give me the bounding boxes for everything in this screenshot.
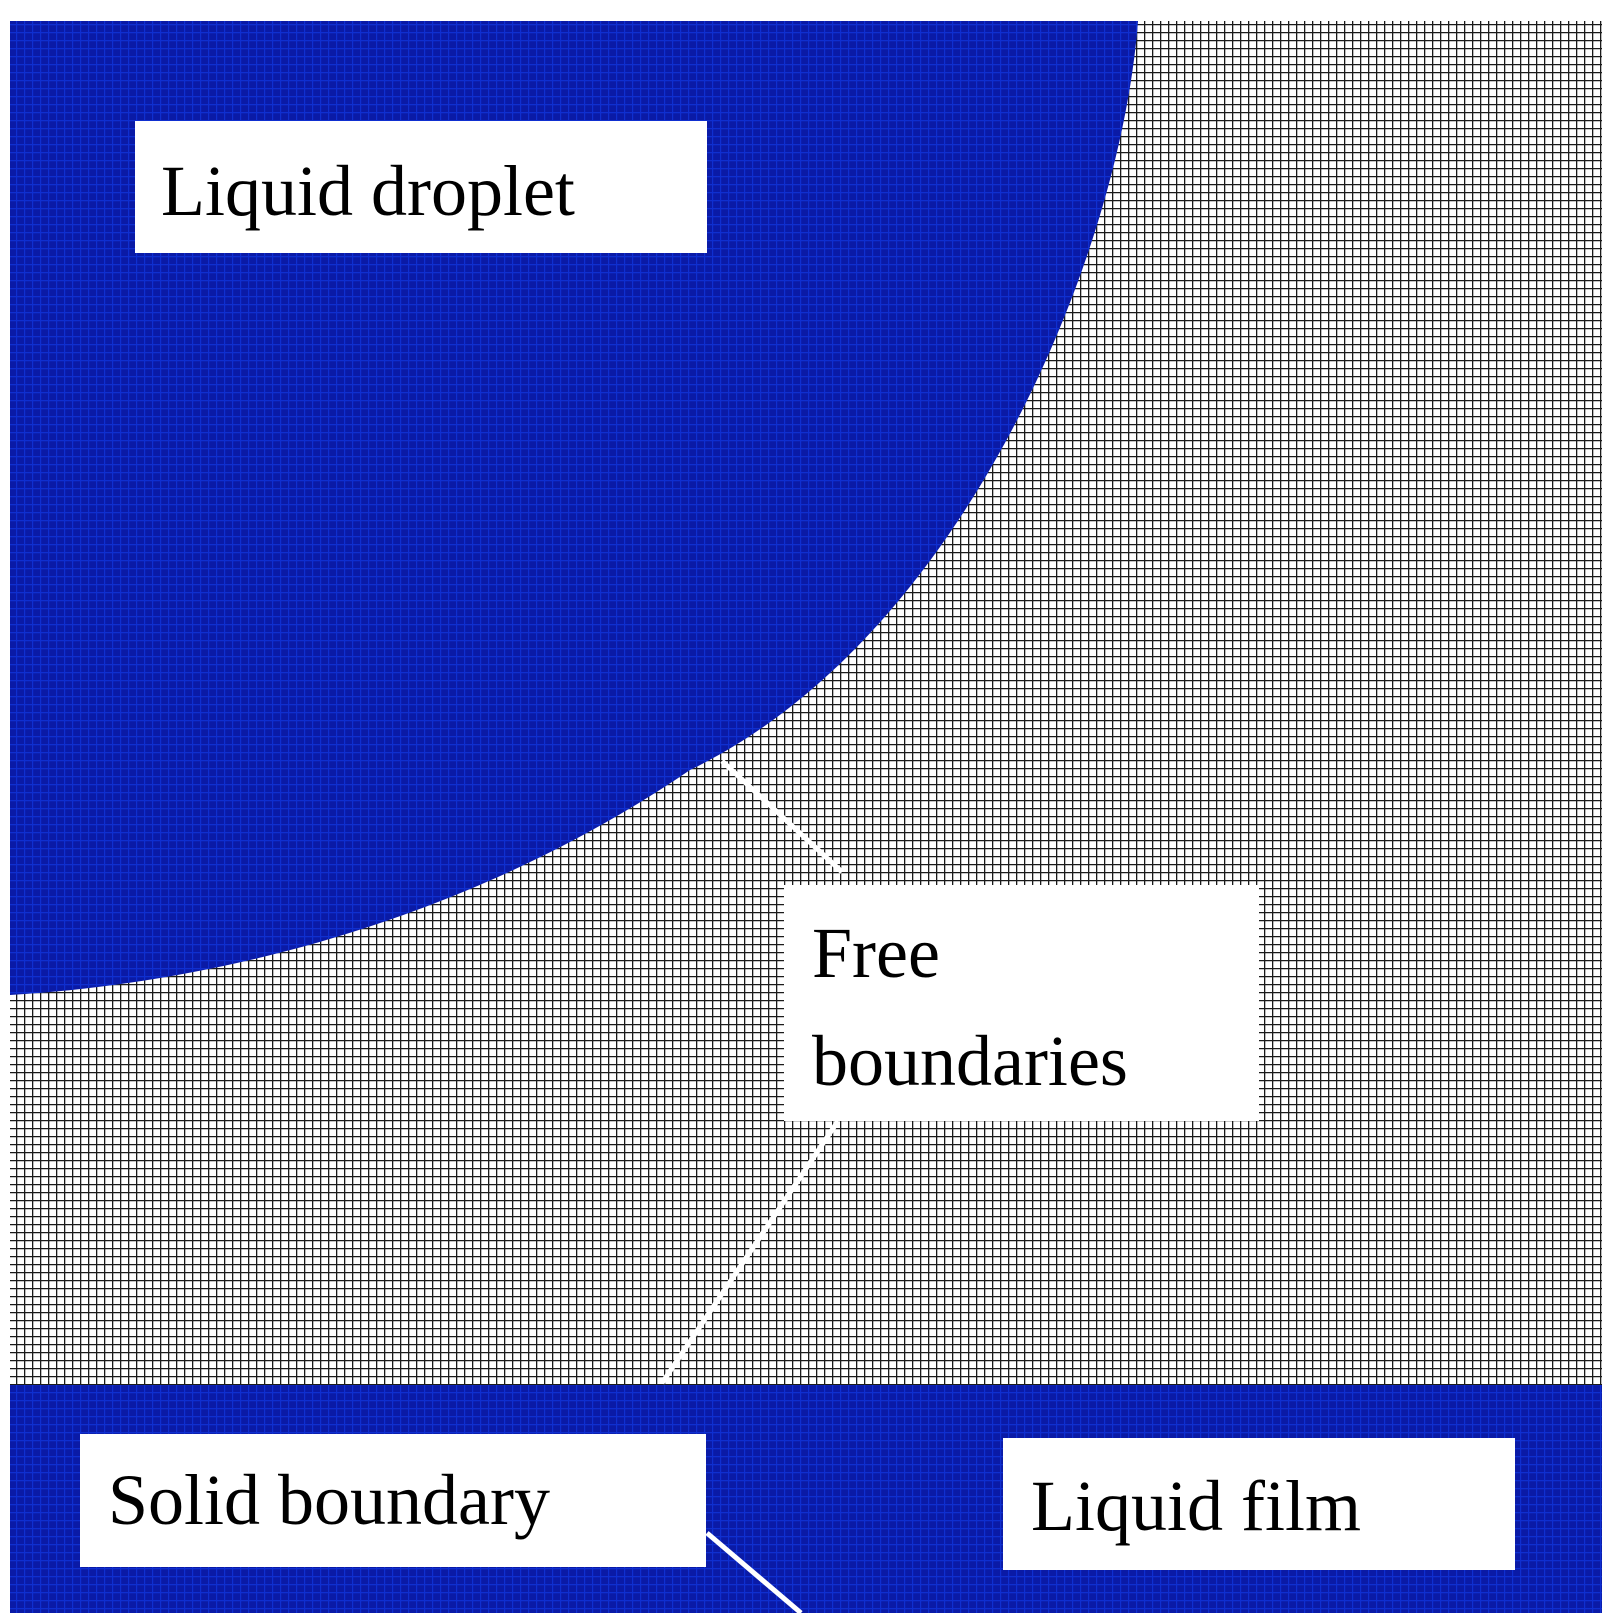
liquid-droplet-label-text: Liquid droplet [161,151,575,231]
free-boundaries-label-line2: boundaries [812,1021,1128,1101]
liquid-film-label: Liquid film [1003,1438,1515,1570]
solid-boundary-label-text: Solid boundary [108,1460,550,1540]
liquid-droplet-region [10,21,1138,995]
leader-line-solid [705,1531,803,1615]
leader-line-free-upper [720,759,844,874]
free-boundaries-label-line1: Free [812,913,940,993]
free-boundaries-label: Free boundaries [784,885,1259,1121]
liquid-film-label-text: Liquid film [1031,1466,1361,1546]
solid-boundary-label: Solid boundary [80,1434,706,1567]
leader-line-free-lower [659,1119,841,1385]
liquid-droplet-label: Liquid droplet [135,121,707,253]
